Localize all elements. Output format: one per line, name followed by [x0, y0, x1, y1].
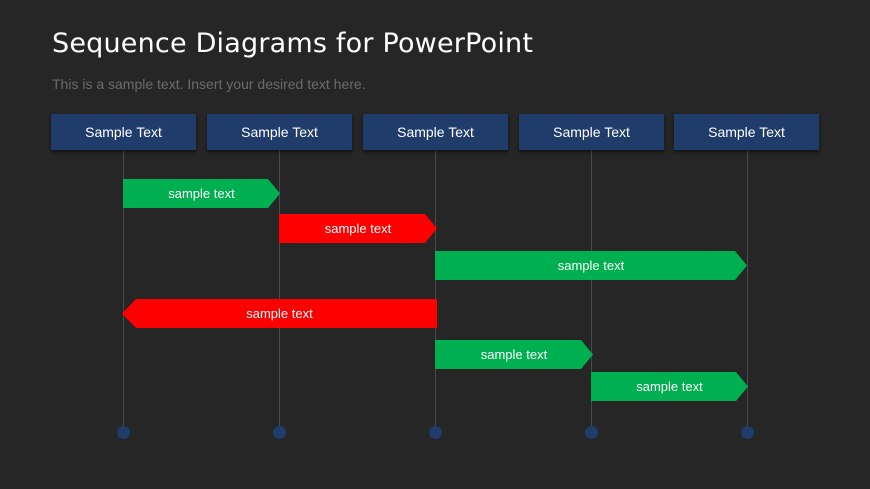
slide-subtitle: This is a sample text. Insert your desir… [52, 76, 366, 92]
lane-header-5[interactable]: Sample Text [674, 114, 819, 150]
lane-header-4[interactable]: Sample Text [519, 114, 664, 150]
endpoint-dot-4 [585, 426, 598, 439]
slide-title: Sequence Diagrams for PowerPoint [52, 28, 534, 59]
message-arrow-1[interactable]: sample text [123, 179, 280, 208]
endpoint-dot-5 [741, 426, 754, 439]
lane-header-1[interactable]: Sample Text [51, 114, 196, 150]
endpoint-dot-1 [117, 426, 130, 439]
message-arrow-5[interactable]: sample text [435, 340, 593, 369]
lifeline-1 [123, 150, 124, 432]
message-arrow-3[interactable]: sample text [435, 251, 747, 280]
message-arrow-6[interactable]: sample text [591, 372, 748, 401]
endpoint-dot-2 [273, 426, 286, 439]
lane-header-3[interactable]: Sample Text [363, 114, 508, 150]
message-arrow-2[interactable]: sample text [279, 214, 437, 243]
lifeline-4 [591, 150, 592, 432]
lifeline-2 [279, 150, 280, 432]
lifeline-3 [435, 150, 436, 432]
lifeline-5 [747, 150, 748, 432]
message-arrow-4[interactable]: sample text [122, 299, 437, 328]
endpoint-dot-3 [429, 426, 442, 439]
lane-header-2[interactable]: Sample Text [207, 114, 352, 150]
